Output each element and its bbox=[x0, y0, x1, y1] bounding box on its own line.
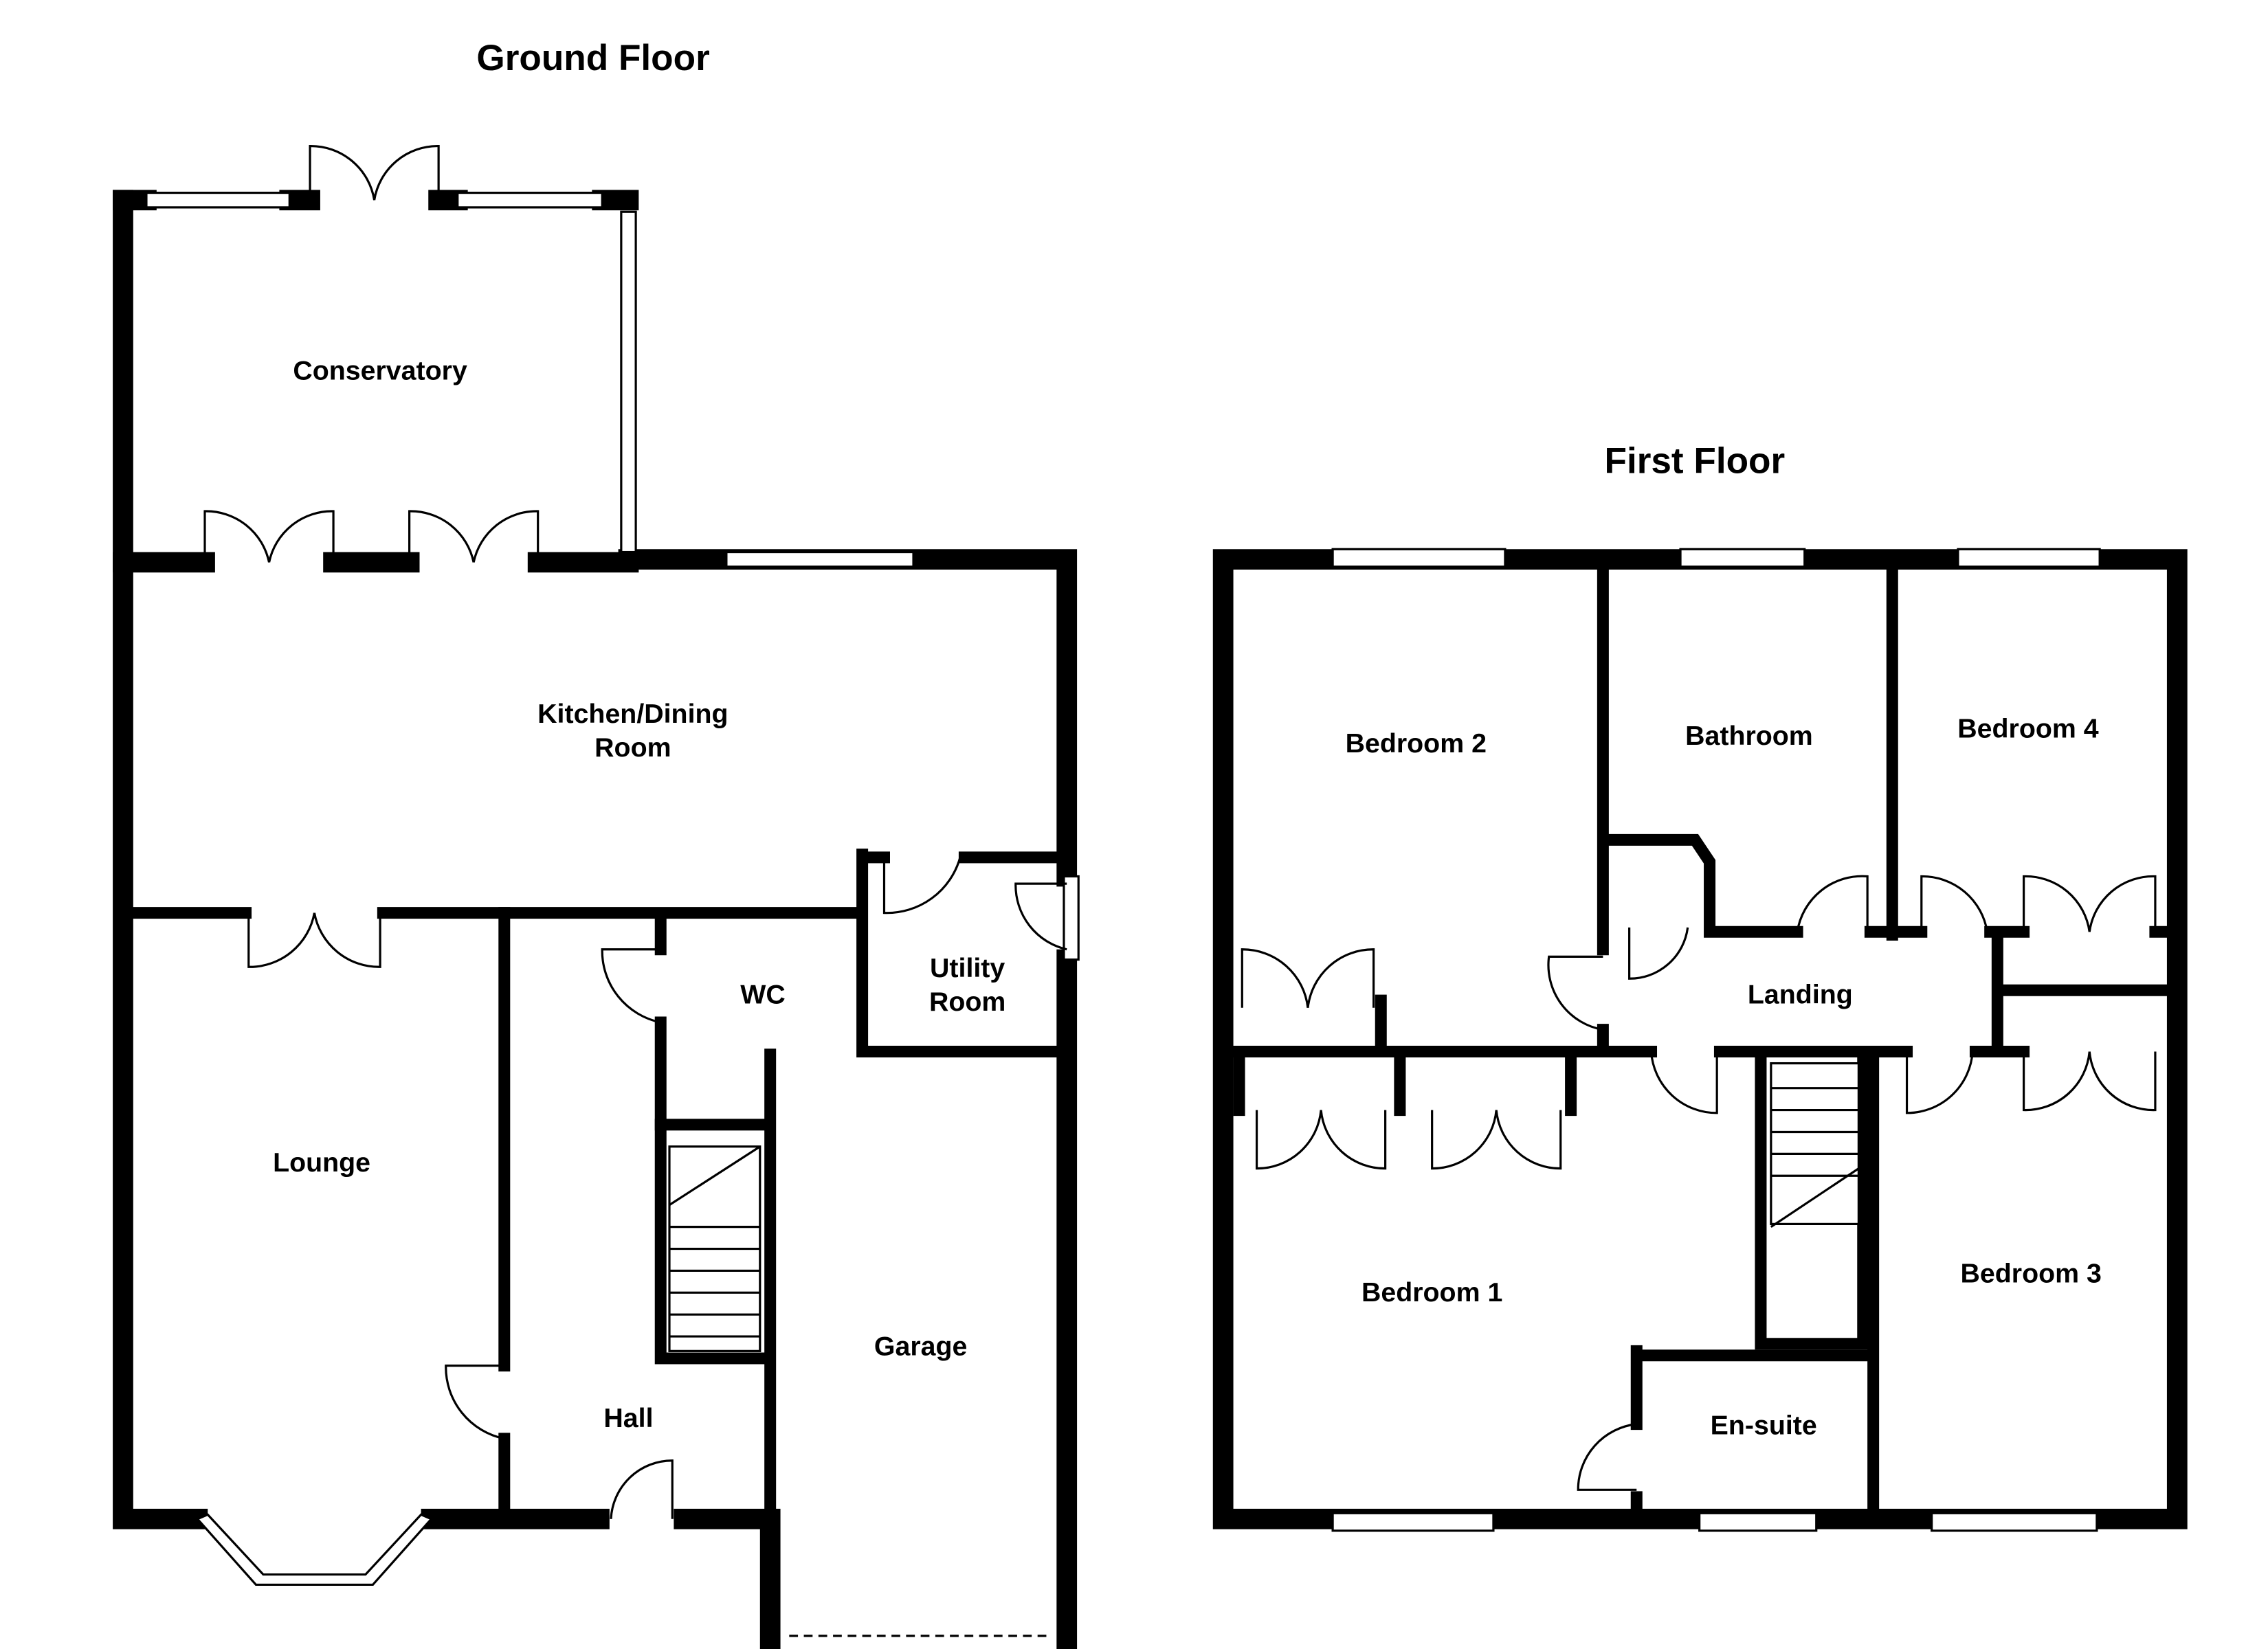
room-ensuite: En-suite bbox=[1711, 1411, 1817, 1441]
room-bedroom2: Bedroom 2 bbox=[1346, 728, 1487, 759]
room-kitchen-line2: Room bbox=[594, 732, 671, 763]
doors bbox=[203, 144, 2157, 1519]
first-floor-title: First Floor bbox=[1604, 441, 1785, 482]
staircases bbox=[668, 1062, 1860, 1352]
room-utility-line1: Utility bbox=[930, 953, 1005, 983]
windows bbox=[145, 192, 2101, 1637]
room-utility-line2: Room bbox=[929, 987, 1005, 1017]
room-garage: Garage bbox=[874, 1332, 967, 1362]
room-bedroom4: Bedroom 4 bbox=[1957, 714, 2098, 744]
room-landing: Landing bbox=[1748, 979, 1853, 1009]
room-hall: Hall bbox=[603, 1403, 653, 1433]
room-bathroom: Bathroom bbox=[1685, 721, 1813, 751]
ground-floor-title: Ground Floor bbox=[476, 38, 709, 78]
room-kitchen-line1: Kitchen/Dining bbox=[537, 699, 728, 729]
room-labels: Conservatory Kitchen/Dining Room Lounge … bbox=[273, 356, 2102, 1441]
room-conservatory: Conservatory bbox=[293, 356, 467, 386]
room-bedroom1: Bedroom 1 bbox=[1361, 1277, 1502, 1308]
ground-floor-walls bbox=[113, 190, 1078, 1649]
first-floor-walls bbox=[1212, 549, 2188, 1529]
room-lounge: Lounge bbox=[273, 1147, 370, 1178]
room-bedroom3: Bedroom 3 bbox=[1961, 1258, 2102, 1288]
room-wc: WC bbox=[740, 979, 786, 1009]
